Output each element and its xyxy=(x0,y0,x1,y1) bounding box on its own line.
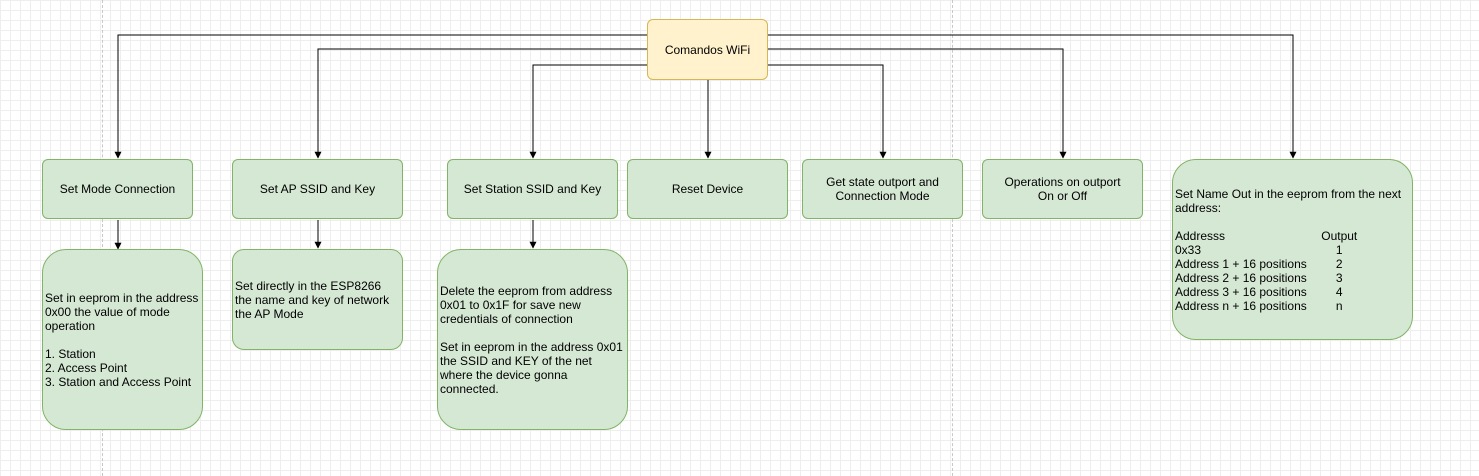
command-reset-device[interactable]: Reset Device xyxy=(627,159,788,219)
table-row: Address 2 + 16 positions 3 xyxy=(1175,271,1372,285)
detail-set-ap[interactable]: Set directly in the ESP8266 the name and… xyxy=(232,249,403,350)
command-set-mode-connection[interactable]: Set Mode Connection xyxy=(42,159,193,219)
command-get-state-outport[interactable]: Get state outport and Connection Mode xyxy=(802,159,963,219)
header-output: Output xyxy=(1321,228,1358,243)
edge-root-to-ap xyxy=(314,48,647,159)
cell-address: Address n + 16 positions xyxy=(1175,298,1307,313)
detail-set-station[interactable]: Delete the eeprom from address 0x01 to 0… xyxy=(437,249,628,430)
table-row: 0x33 1 xyxy=(1175,243,1372,257)
root-node-comandos-wifi[interactable]: Comandos WiFi xyxy=(647,19,768,80)
detail-set-name-out[interactable]: Set Name Out in the eeprom from the next… xyxy=(1172,159,1413,340)
cell-output: 3 xyxy=(1335,270,1343,285)
command-label: Reset Device xyxy=(671,182,744,196)
cell-output: n xyxy=(1335,298,1343,313)
table-header-row: Addresss Output xyxy=(1175,229,1372,243)
table-row: Address 1 + 16 positions 2 xyxy=(1175,257,1372,271)
cell-address: Address 2 + 16 positions xyxy=(1175,270,1307,285)
header-address: Addresss xyxy=(1175,228,1226,243)
name-out-content: Set Name Out in the eeprom from the next… xyxy=(1175,187,1407,313)
page-guide-line xyxy=(952,0,953,476)
detail-text: Delete the eeprom from address 0x01 to 0… xyxy=(440,283,623,396)
command-set-station-ssid-key[interactable]: Set Station SSID and Key xyxy=(447,159,618,219)
command-operations-on-outport[interactable]: Operations on outport On or Off xyxy=(982,159,1143,219)
page-guide-line xyxy=(102,0,103,476)
command-label: Get state outport and Connection Mode xyxy=(826,175,939,203)
command-set-ap-ssid-key[interactable]: Set AP SSID and Key xyxy=(232,159,403,219)
name-out-intro: Set Name Out in the eeprom from the next… xyxy=(1175,186,1405,215)
table-row: Address 3 + 16 positions 4 xyxy=(1175,285,1372,299)
cell-output: 1 xyxy=(1335,242,1343,257)
detail-text: Set in eeprom in the address 0x00 the va… xyxy=(45,290,199,389)
cell-address: Address 3 + 16 positions xyxy=(1175,284,1307,299)
detail-text: Set directly in the ESP8266 the name and… xyxy=(235,278,393,321)
edge-root-to-name-out xyxy=(768,34,1297,159)
detail-set-mode[interactable]: Set in eeprom in the address 0x00 the va… xyxy=(42,249,203,430)
command-label: Set AP SSID and Key xyxy=(259,182,376,196)
table-row: Address n + 16 positions n xyxy=(1175,299,1372,313)
address-output-table: Addresss Output 0x33 1 Address 1 + 16 po… xyxy=(1175,229,1372,313)
command-label: Operations on outport On or Off xyxy=(1004,175,1121,203)
name-out-spacer xyxy=(1175,215,1407,229)
command-label: Set Mode Connection xyxy=(59,182,176,196)
cell-address: 0x33 xyxy=(1175,242,1202,257)
edge-root-to-get-state xyxy=(768,64,887,159)
edge-root-to-operations xyxy=(768,48,1067,159)
cell-output: 2 xyxy=(1335,256,1343,271)
edge-root-to-mode xyxy=(114,34,647,159)
command-label: Set Station SSID and Key xyxy=(463,182,602,196)
edge-root-to-station xyxy=(529,64,647,159)
cell-address: Address 1 + 16 positions xyxy=(1175,256,1307,271)
root-node-label: Comandos WiFi xyxy=(664,42,751,57)
cell-output: 4 xyxy=(1335,284,1343,299)
